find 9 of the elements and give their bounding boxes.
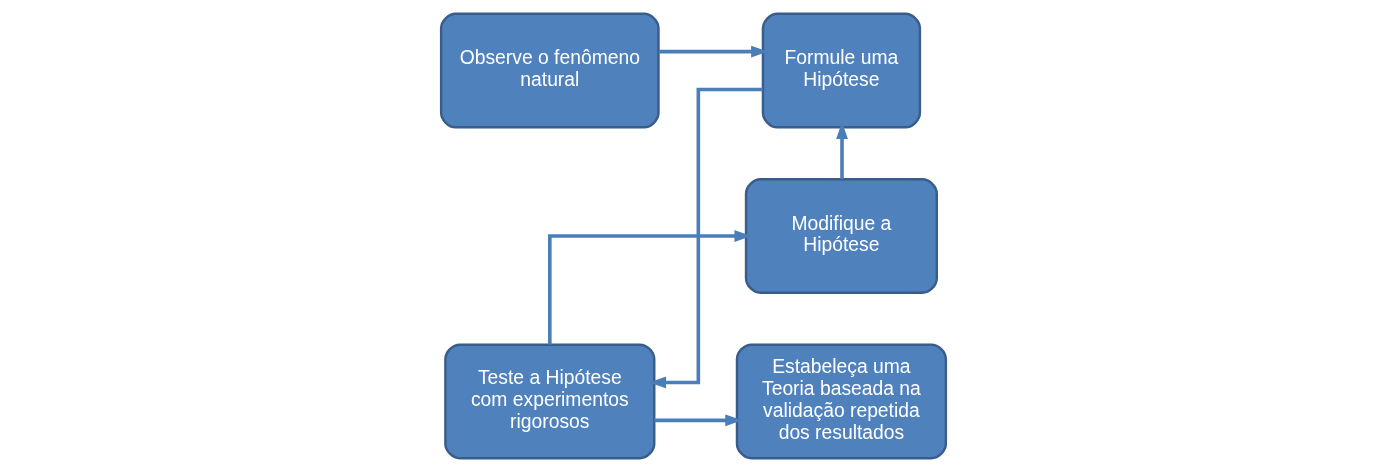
node-box: Observe o fenômeno natural: [439, 12, 660, 129]
node-box: Formule uma Hipótese: [761, 12, 921, 129]
arrow: [835, 121, 848, 179]
arrow: [658, 45, 768, 58]
node-box: Teste a Hipótese com experimentos rigorosos: [443, 342, 655, 459]
arrow: [653, 413, 742, 426]
node-box: Modifique a Hipótese: [744, 177, 938, 294]
node-box: Estabeleça uma Teoria baseada na validação repetida dos resultados: [735, 342, 947, 459]
arrow: [547, 229, 751, 344]
